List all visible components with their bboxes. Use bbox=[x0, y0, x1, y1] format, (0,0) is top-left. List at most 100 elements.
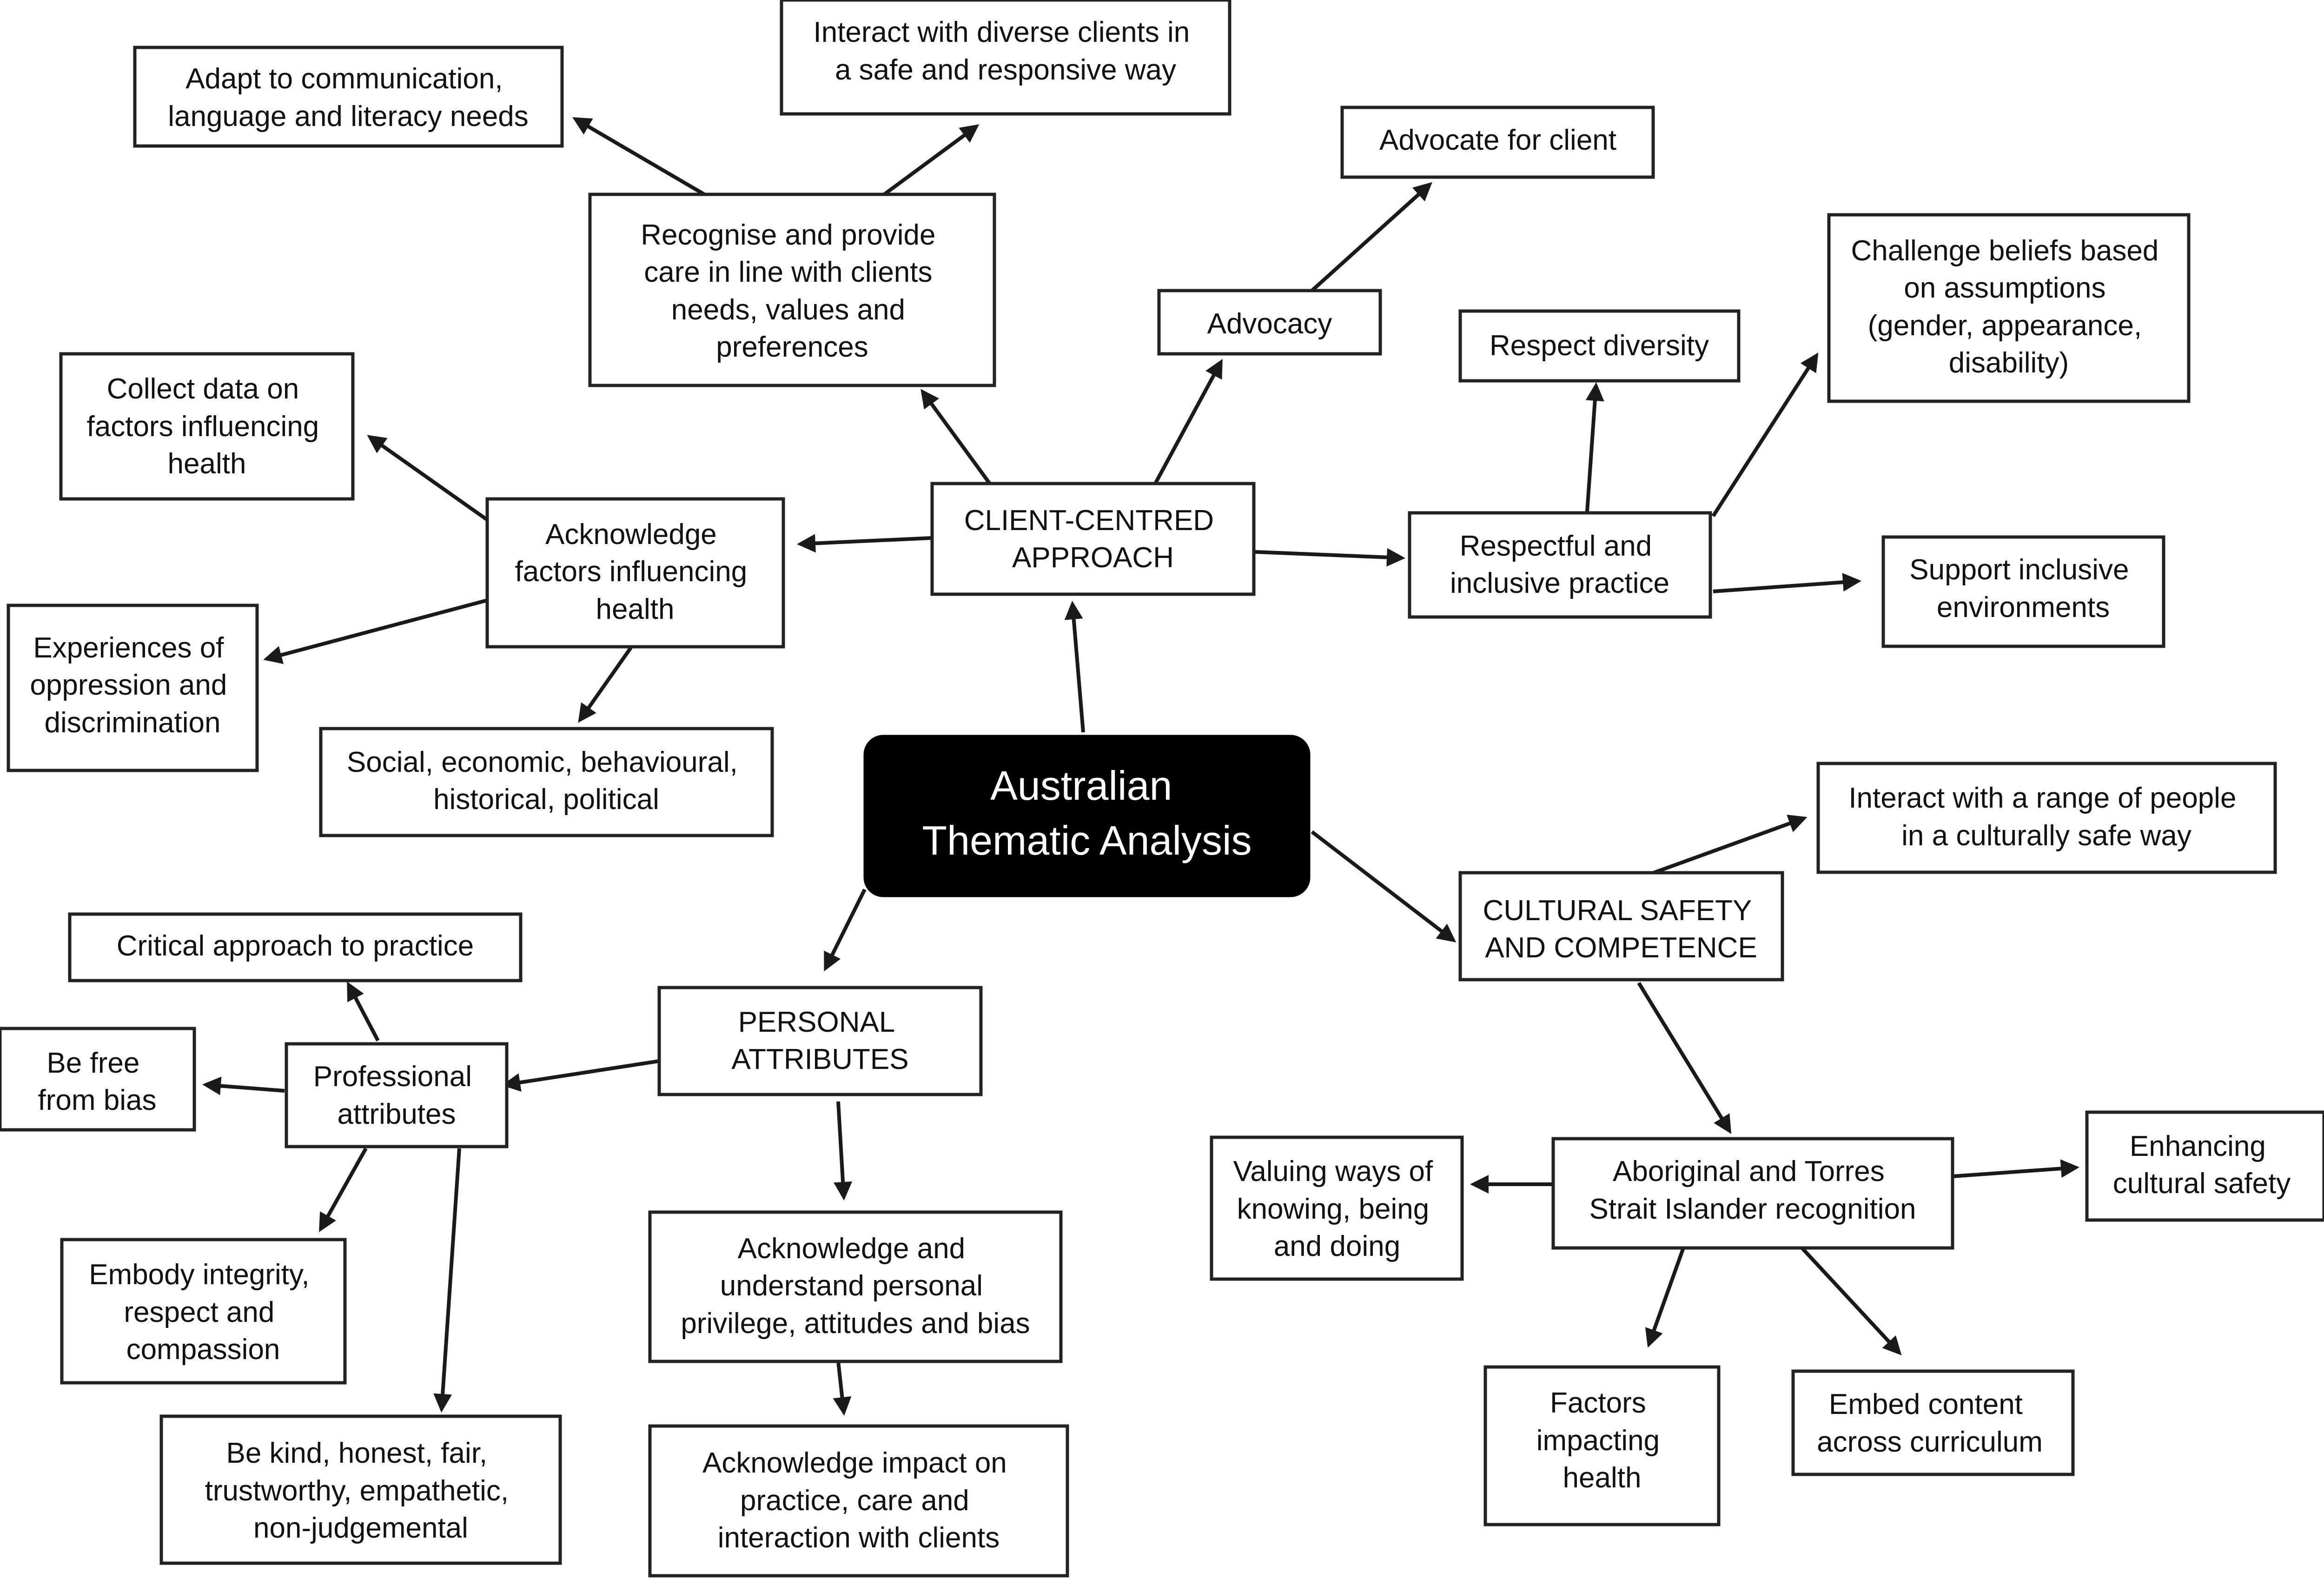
edge-advocacy-to-advocate-client bbox=[1311, 182, 1432, 292]
svg-text:Acknowledge factors in: Acknowledge factors influencing health bbox=[515, 518, 755, 625]
svg-text:Adapt to communication,: Adapt to communication, language and lit… bbox=[168, 63, 529, 133]
svg-text:Enhancing cultural saf: Enhancing cultural safety bbox=[2113, 1130, 2291, 1200]
collect-data-line-3: health bbox=[168, 448, 246, 480]
svg-text:Valuing ways of knowin: Valuing ways of knowing, being and doing bbox=[1233, 1155, 1441, 1262]
node-support-inclusive: Support inclusive environments bbox=[1881, 535, 2165, 648]
be-kind-line-3: non-judgemental bbox=[253, 1512, 468, 1544]
node-adapt-communication: Adapt to communication, language and lit… bbox=[133, 46, 564, 148]
node-collect-data: Collect data on factors influencing heal… bbox=[59, 352, 355, 501]
svg-text:Support inclusive envi: Support inclusive environments bbox=[1909, 554, 2137, 624]
cultural-safety-line-1: CULTURAL SAFETY bbox=[1483, 895, 1752, 927]
node-factors-impacting: Factors impacting health bbox=[1483, 1365, 1721, 1526]
respectful-inclusive-line-1: Respectful and bbox=[1460, 530, 1652, 562]
node-advocate-client: Advocate for client bbox=[1340, 106, 1655, 179]
edge-professional-to-free-bias bbox=[202, 1076, 285, 1095]
center-title-line-1: Australian bbox=[990, 763, 1172, 809]
node-advocacy: Advocacy bbox=[1157, 289, 1382, 356]
acknowledge-privilege-line-3: privilege, attitudes and bias bbox=[681, 1307, 1030, 1340]
node-embed-content: Embed content across curriculum bbox=[1791, 1369, 2075, 1476]
center-title: Australian Thematic Analysis bbox=[922, 763, 1251, 863]
svg-text:Acknowledge impact on: Acknowledge impact on practice, care and… bbox=[702, 1447, 1015, 1554]
embody-integrity-line-1: Embody integrity, bbox=[89, 1259, 309, 1291]
challenge-beliefs-line-1: Challenge beliefs based bbox=[1851, 235, 2158, 267]
svg-text:Embody integrity, resp: Embody integrity, respect and compassion bbox=[89, 1259, 318, 1366]
respect-diversity-line-1: Respect diversity bbox=[1490, 330, 1709, 362]
node-interact-range: Interact with a range of people in a cul… bbox=[1816, 762, 2277, 874]
cultural-safety-line-2: AND COMPETENCE bbox=[1485, 932, 1757, 964]
edge-acknowledge-to-experiences bbox=[263, 598, 488, 664]
edge-cultural-to-interact-range bbox=[1653, 815, 1808, 875]
node-acknowledge-privilege: Acknowledge and understand personal priv… bbox=[648, 1210, 1063, 1363]
advocacy-line-1: Advocacy bbox=[1207, 308, 1332, 340]
svg-text:Critical approach to practice: Critical approach to practice bbox=[117, 930, 474, 962]
node-professional-attributes: Professional attributes bbox=[285, 1042, 509, 1148]
edge-personal-to-professional bbox=[502, 1059, 660, 1092]
node-social-economic: Social, economic, behavioural, historica… bbox=[319, 727, 774, 837]
interact-diverse-line-1: Interact with diverse clients in bbox=[813, 16, 1190, 48]
edge-recognise-to-adapt bbox=[572, 117, 706, 196]
svg-text:PERSONAL ATTRIBUTES: PERSONAL ATTRIBUTES bbox=[731, 1006, 908, 1075]
acknowledge-factors-line-2: factors influencing bbox=[515, 556, 748, 588]
node-be-kind: Be kind, honest, fair, trustworthy, empa… bbox=[159, 1414, 562, 1565]
edge-acknowledge-to-collect bbox=[367, 435, 489, 522]
edge-professional-to-embody bbox=[319, 1148, 368, 1232]
collect-data-line-1: Collect data on bbox=[107, 373, 299, 405]
svg-text:CULTURAL SAFETY AND CO: CULTURAL SAFETY AND COMPETENCE bbox=[1483, 895, 1760, 964]
personal-attributes-line-1: PERSONAL bbox=[738, 1006, 894, 1038]
center-title-line-2: Thematic Analysis bbox=[922, 817, 1251, 863]
edge-professional-to-be-kind bbox=[433, 1148, 461, 1413]
acknowledge-impact-line-2: practice, care and bbox=[740, 1485, 969, 1517]
free-from-bias-line-1: Be free bbox=[46, 1047, 139, 1079]
center-node: Australian Thematic Analysis bbox=[863, 735, 1311, 897]
svg-text:Social, economic, behavioural,: Social, economic, behavioural, historica… bbox=[347, 746, 746, 816]
edge-aboriginal-to-factors bbox=[1645, 1247, 1685, 1348]
recognise-care-line-3: needs, values and bbox=[671, 294, 905, 326]
experiences-oppression-line-1: Experiences of bbox=[33, 632, 224, 664]
connector-lines bbox=[202, 117, 2079, 1416]
interact-diverse-line-2: a safe and responsive way bbox=[835, 54, 1176, 86]
svg-text:Advocacy: Advocacy bbox=[1207, 308, 1332, 340]
svg-text:Professional attribute: Professional attributes bbox=[313, 1061, 480, 1130]
acknowledge-factors-line-1: Acknowledge bbox=[545, 518, 717, 551]
edge-client-centred-to-respectful bbox=[1255, 548, 1405, 567]
acknowledge-impact-line-3: interaction with clients bbox=[718, 1522, 1000, 1554]
interact-range-line-2: in a culturally safe way bbox=[1901, 820, 2192, 852]
support-inclusive-line-2: environments bbox=[1937, 591, 2110, 624]
node-embody-integrity: Embody integrity, respect and compassion bbox=[60, 1238, 347, 1385]
node-client-centred-approach: CLIENT-CENTRED APPROACH bbox=[930, 482, 1256, 596]
embed-content-line-2: across curriculum bbox=[1817, 1426, 2043, 1458]
edge-personal-to-acknowledge-privilege bbox=[834, 1101, 853, 1201]
support-inclusive-line-1: Support inclusive bbox=[1909, 554, 2129, 586]
edge-cultural-to-aboriginal bbox=[1637, 982, 1732, 1134]
challenge-beliefs-line-3: (gender, appearance, bbox=[1868, 310, 2142, 342]
svg-text:Be free from bias: Be free from bias bbox=[38, 1047, 157, 1116]
svg-text:Be kind, honest, fair,: Be kind, honest, fair, trustworthy, empa… bbox=[205, 1437, 517, 1544]
factors-impacting-line-2: impacting bbox=[1536, 1425, 1660, 1457]
node-experiences-oppression: Experiences of oppression and discrimina… bbox=[7, 604, 259, 772]
valuing-ways-line-2: knowing, being bbox=[1237, 1193, 1430, 1225]
aboriginal-recognition-line-1: Aboriginal and Torres bbox=[1613, 1155, 1885, 1188]
challenge-beliefs-line-2: on assumptions bbox=[1904, 272, 2106, 304]
acknowledge-impact-line-1: Acknowledge impact on bbox=[702, 1447, 1007, 1479]
aboriginal-recognition-line-2: Strait Islander recognition bbox=[1589, 1193, 1916, 1225]
free-from-bias-line-2: from bias bbox=[38, 1084, 157, 1116]
edge-aboriginal-to-embed bbox=[1801, 1247, 1902, 1355]
node-challenge-beliefs: Challenge beliefs based on assumptions (… bbox=[1827, 213, 2191, 403]
client-centred-line-2: APPROACH bbox=[1012, 542, 1174, 574]
svg-text:Acknowledge and unders: Acknowledge and understand personal priv… bbox=[681, 1233, 1030, 1340]
svg-text:CLIENT-CENTRED APPROAC: CLIENT-CENTRED APPROACH bbox=[964, 504, 1222, 574]
personal-attributes-line-2: ATTRIBUTES bbox=[731, 1043, 908, 1075]
node-respectful-inclusive: Respectful and inclusive practice bbox=[1408, 511, 1712, 619]
embody-integrity-line-3: compassion bbox=[126, 1334, 280, 1366]
professional-attributes-line-1: Professional bbox=[313, 1061, 472, 1093]
edge-respectful-to-support-inclusive bbox=[1713, 573, 1861, 593]
enhancing-safety-line-1: Enhancing bbox=[2130, 1130, 2266, 1162]
node-respect-diversity: Respect diversity bbox=[1458, 309, 1741, 383]
critical-approach-line-1: Critical approach to practice bbox=[117, 930, 474, 962]
factors-impacting-line-1: Factors bbox=[1550, 1387, 1646, 1419]
social-economic-line-1: Social, economic, behavioural, bbox=[347, 746, 738, 778]
be-kind-line-1: Be kind, honest, fair, bbox=[226, 1437, 487, 1469]
factors-impacting-line-3: health bbox=[1563, 1462, 1642, 1494]
node-valuing-ways: Valuing ways of knowing, being and doing bbox=[1210, 1135, 1464, 1281]
edge-center-to-cultural-safety bbox=[1311, 830, 1457, 942]
